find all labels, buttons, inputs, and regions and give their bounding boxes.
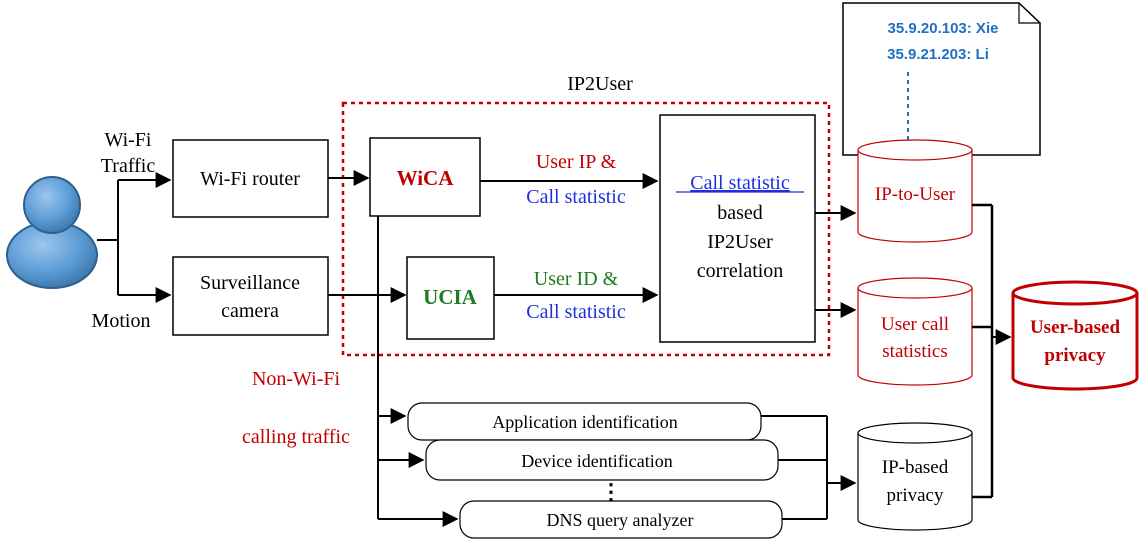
wica-box (369, 137, 481, 217)
user-call-stats-label-2: statistics (882, 341, 947, 362)
surveillance-camera-label-1: Surveillance (200, 272, 300, 294)
device-identification-label: Device identification (521, 451, 672, 471)
modules-to-ip-privacy (761, 415, 857, 520)
wifi-traffic-label-2: Traffic (101, 155, 156, 177)
non-wifi-label-1: Non-Wi-Fi (252, 368, 341, 390)
non-wifi-label-2: calling traffic (242, 426, 350, 448)
surveillance-camera-label-2: camera (221, 300, 279, 322)
correlation-link[interactable]: Call statistic (690, 172, 790, 194)
wifi-router-box (172, 139, 329, 218)
doc-entry-1: 35.9.20.103: Xie (888, 20, 999, 37)
dns-query-analyzer-label: DNS query analyzer (547, 510, 694, 530)
wifi-traffic-label-1: Wi-Fi (105, 129, 152, 151)
ucia-label: UCIA (423, 285, 478, 309)
ip-to-user-store: IP-to-User (857, 139, 973, 243)
user-based-privacy-label-2: privacy (1044, 345, 1106, 366)
surveillance-camera-box (172, 256, 329, 336)
user-based-privacy-store: User-based privacy (1011, 280, 1139, 391)
modules-ellipsis: ⋮ (600, 479, 622, 504)
ip2user-title: IP2User (567, 73, 633, 95)
non-wifi-connectors (377, 216, 459, 527)
wica-output-label-2: Call statistic (526, 186, 626, 208)
user-call-stats-store: User call statistics (857, 277, 973, 386)
user-call-stats-label-1: User call (881, 314, 949, 335)
ucia-box (406, 256, 495, 340)
wica-label: WiCA (397, 166, 455, 190)
correlation-line-1: based (717, 202, 763, 224)
ip-based-privacy-label-1: IP-based (882, 457, 949, 478)
correlation-box (659, 114, 816, 343)
correlation-line-2: IP2User (707, 231, 773, 253)
application-identification-label: Application identification (492, 412, 677, 432)
ip-mapping-document: 35.9.20.103: Xie 35.9.21.203: Li (842, 2, 1041, 156)
motion-label: Motion (92, 310, 151, 332)
privacy-connectors (972, 203, 1012, 499)
ucia-output-label-2: Call statistic (526, 301, 626, 323)
ip-based-privacy-label-2: privacy (887, 485, 944, 506)
correlation-line-3: correlation (697, 260, 784, 282)
wifi-router-label: Wi-Fi router (200, 168, 300, 190)
wica-output-label-1: User IP & (536, 151, 617, 173)
user-icon (6, 176, 98, 289)
ucia-output-label-1: User ID & (534, 268, 619, 290)
ip-to-user-label: IP-to-User (875, 184, 956, 205)
ip2user-region (341, 101, 831, 357)
ip-based-privacy-store: IP-based privacy (857, 422, 973, 531)
user-based-privacy-label-1: User-based (1030, 317, 1120, 338)
doc-entry-2: 35.9.21.203: Li (887, 46, 989, 63)
user-connectors (97, 172, 172, 303)
